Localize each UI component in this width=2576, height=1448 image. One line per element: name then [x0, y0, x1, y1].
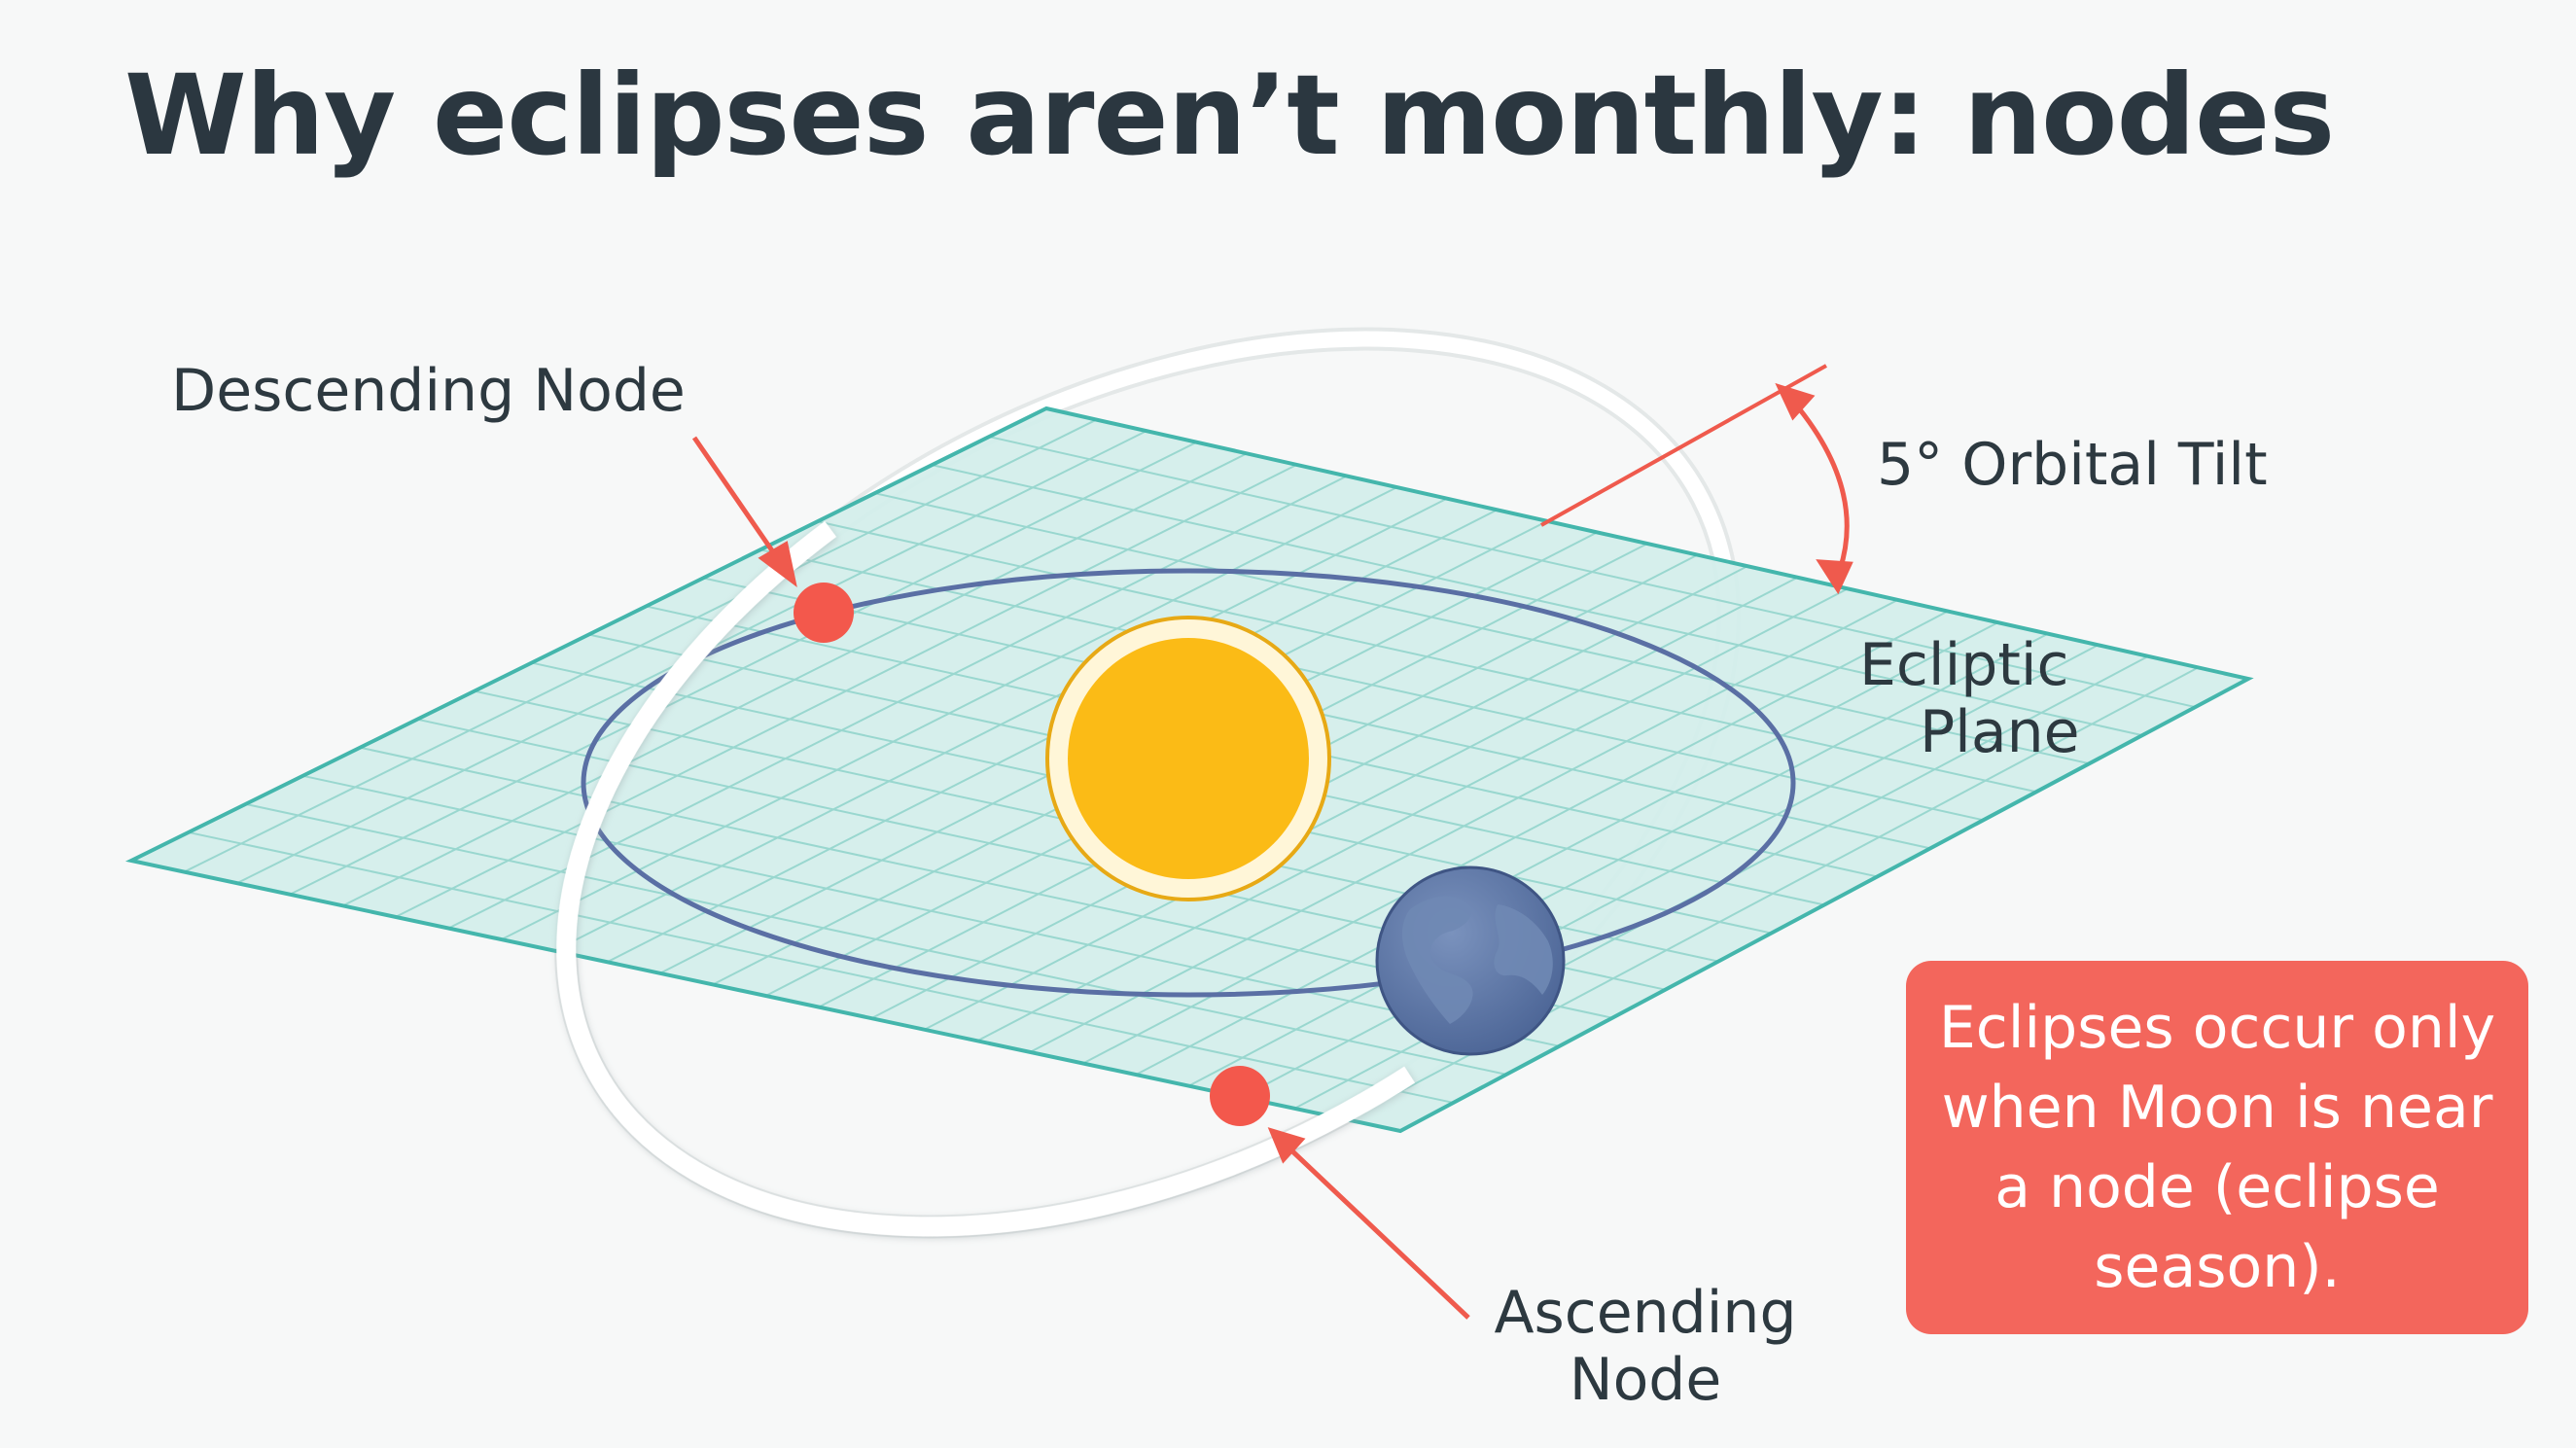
earth-icon	[1375, 865, 1566, 1056]
ascending-node-label-line2: Node	[1569, 1346, 1722, 1414]
descending-node-marker-icon	[794, 583, 854, 643]
tilt-arrowhead-bottom	[1816, 559, 1853, 595]
grid-line	[874, 492, 2090, 765]
grid-line	[932, 464, 2143, 737]
callout-text: Eclipses occur only when Moon is near a …	[1938, 994, 2496, 1301]
tilt-reference-line	[1540, 364, 1827, 527]
tilt-angle-arc	[1787, 395, 1850, 571]
descending-node-label: Descending Node	[171, 357, 686, 425]
ascending-node-pointer	[1287, 1146, 1470, 1320]
grid-line	[988, 436, 2196, 709]
descending-node-pointer	[691, 436, 781, 561]
grid-line	[302, 774, 1560, 1047]
ecliptic-grid	[183, 418, 2199, 1121]
page-title: Why eclipses aren’t monthly: nodes	[124, 51, 2335, 180]
grid-line	[759, 548, 1984, 822]
tilt-arrowhead-top	[1775, 382, 1816, 421]
ecliptic-plane-label-line1: Ecliptic	[1859, 631, 2069, 699]
ascending-node-marker-icon	[1210, 1066, 1270, 1126]
sun-icon	[1068, 638, 1309, 879]
ecliptic-plane-label-line2: Plane	[1920, 698, 2080, 766]
orbital-tilt-label: 5° Orbital Tilt	[1877, 431, 2268, 499]
ascending-node-label-line1: Ascending	[1494, 1279, 1797, 1347]
grid-line	[817, 520, 2037, 794]
earth-orbit	[581, 568, 1796, 998]
ecliptic-plane-edge	[124, 406, 2254, 1134]
grid-line	[245, 802, 1507, 1076]
ascending-node-arrowhead	[1267, 1127, 1306, 1164]
ascending-node-label: Ascending Node	[1490, 1280, 1801, 1414]
eclipse-season-callout: Eclipses occur only when Moon is near a …	[1906, 961, 2528, 1334]
ecliptic-plane-label: Ecliptic Plane	[1859, 632, 2080, 766]
grid-line	[188, 830, 1454, 1104]
descending-node-arrowhead	[758, 541, 797, 587]
moon-orbit-front-band	[556, 329, 1739, 1237]
